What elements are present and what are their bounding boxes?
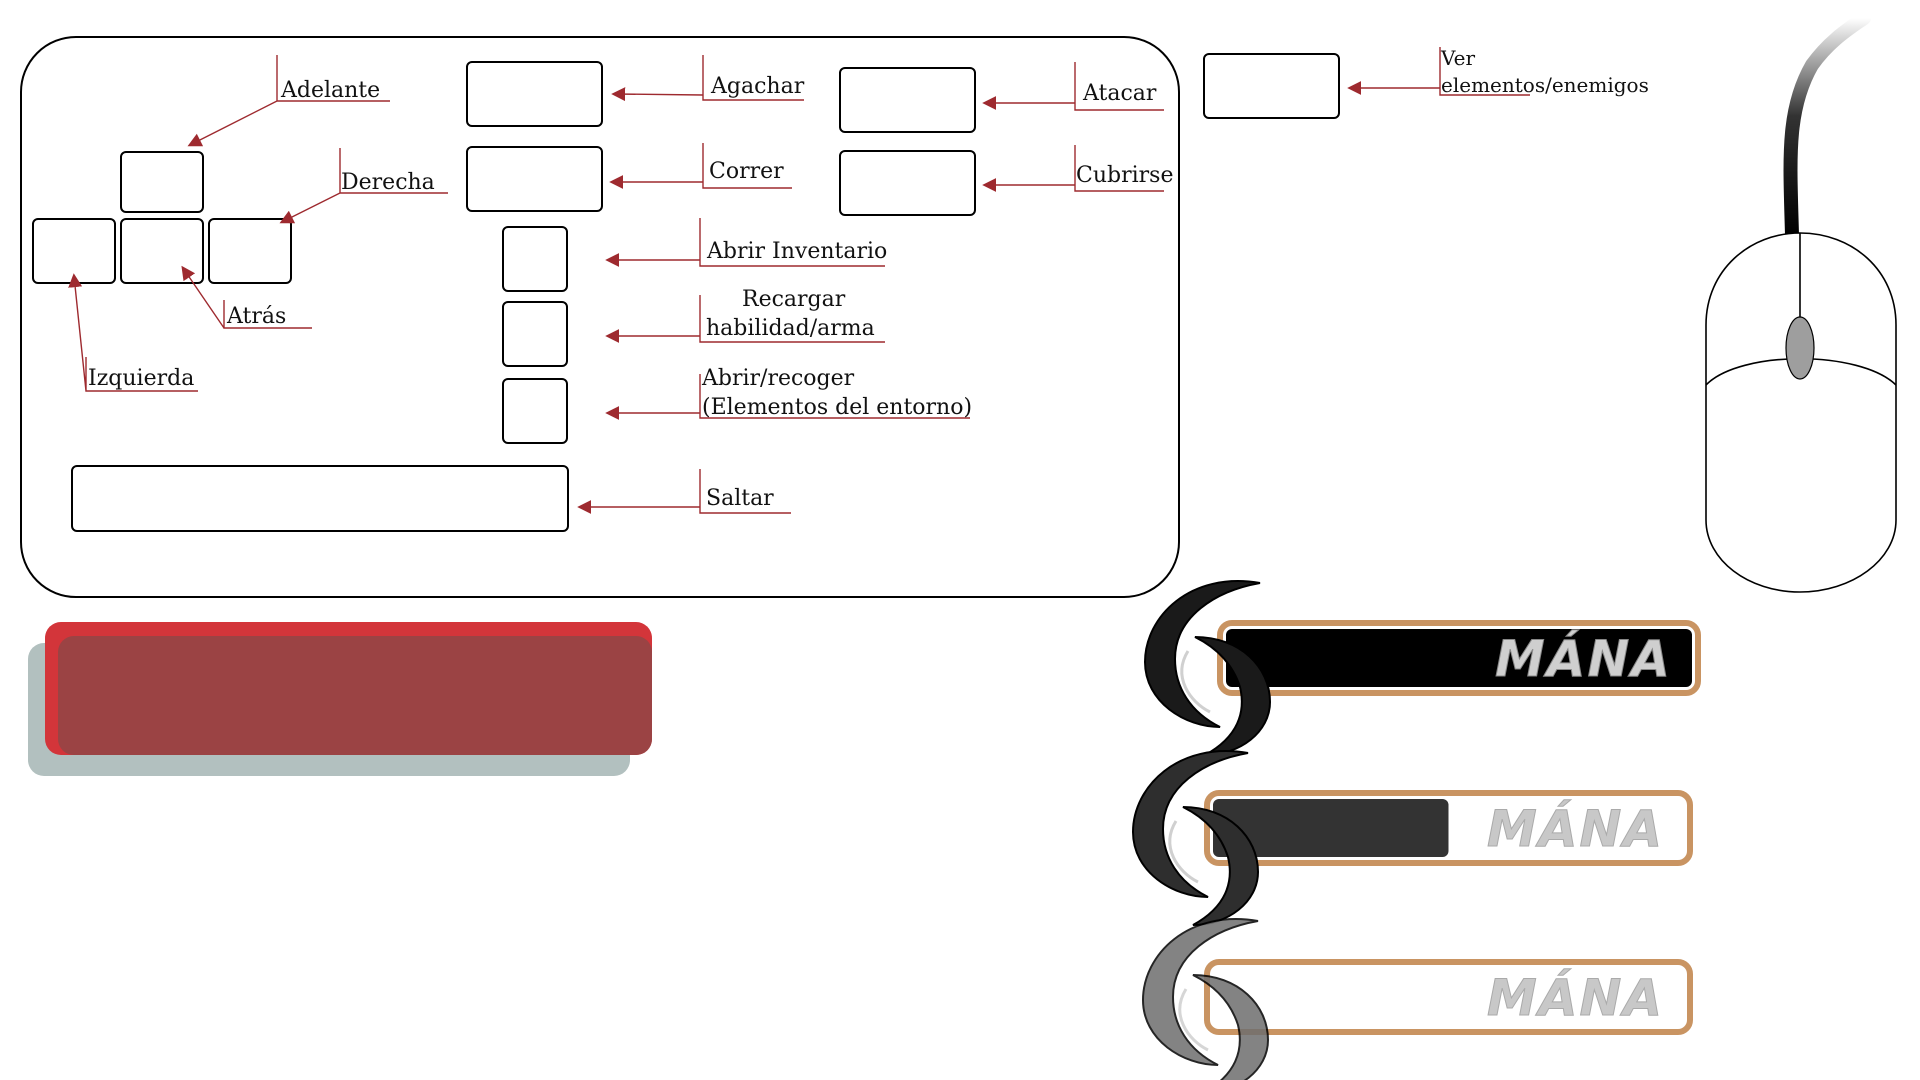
mana-bar-full: MÁNA — [1143, 580, 1701, 756]
keyboard-panel — [20, 36, 1180, 598]
crescent-moon-icon — [1131, 750, 1260, 926]
label-pickup-1: Abrir/recoger — [702, 366, 855, 391]
crescent-moon-icon — [1141, 918, 1270, 1080]
mana-fill — [1213, 799, 1449, 857]
label-pickup-2: (Elementos del entorno) — [702, 395, 973, 420]
mana-fill — [1226, 629, 1692, 687]
key-pickup — [502, 378, 568, 444]
label-reload-2: habilidad/arma — [706, 316, 875, 341]
mana-bar-half: MÁNA — [1131, 750, 1693, 926]
key-reload — [502, 301, 568, 367]
label-crouch: Agachar — [711, 74, 805, 99]
label-left: Izquierda — [88, 366, 195, 391]
label-cover: Cubrirse — [1076, 163, 1174, 188]
key-jump — [71, 465, 569, 532]
label-reload-1: Recargar — [742, 287, 846, 312]
mana-bar-empty: MÁNA — [1141, 918, 1693, 1080]
key-crouch — [466, 61, 603, 127]
key-attack — [839, 67, 976, 133]
key-forward — [120, 151, 204, 213]
label-back: Atrás — [227, 304, 287, 329]
label-right: Derecha — [341, 170, 435, 195]
key-run — [466, 146, 603, 212]
label-inventory: Abrir Inventario — [707, 239, 888, 264]
key-view — [1203, 53, 1340, 119]
crescent-moon-icon — [1143, 580, 1272, 756]
label-view-2: elementos/enemigos — [1441, 73, 1649, 97]
mana-label: MÁNA — [1487, 968, 1664, 1027]
key-inventory — [502, 226, 568, 292]
key-left — [32, 218, 116, 284]
key-cover — [839, 150, 976, 216]
label-jump: Saltar — [706, 486, 774, 511]
label-forward: Adelante — [281, 78, 381, 103]
mana-label: MÁNA — [1487, 799, 1664, 858]
label-attack: Atacar — [1083, 81, 1157, 106]
label-view-1: Ver — [1441, 46, 1476, 70]
mana-label: MÁNA — [1495, 629, 1672, 688]
label-run: Correr — [709, 159, 784, 184]
